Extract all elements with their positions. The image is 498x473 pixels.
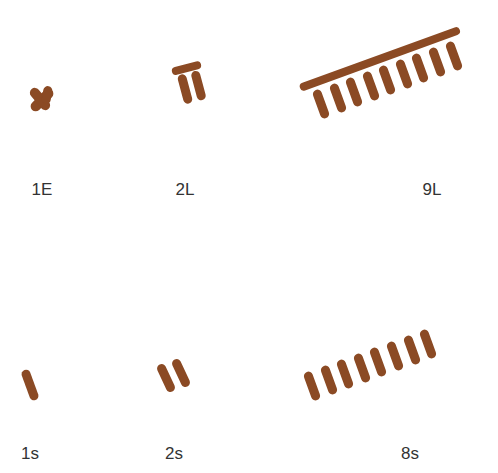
group-label: 9L <box>423 180 442 200</box>
group-2l <box>171 60 207 104</box>
group-label: 1s <box>21 444 39 464</box>
group-9l <box>299 26 464 120</box>
group-2s <box>156 358 192 394</box>
group-label: 2L <box>176 180 195 200</box>
group-label: 1E <box>32 180 53 200</box>
group-label: 8s <box>401 444 419 464</box>
group-label: 2s <box>165 444 183 464</box>
cluster-1e <box>28 85 56 113</box>
group-8s <box>303 328 438 401</box>
group-1s <box>20 368 39 401</box>
